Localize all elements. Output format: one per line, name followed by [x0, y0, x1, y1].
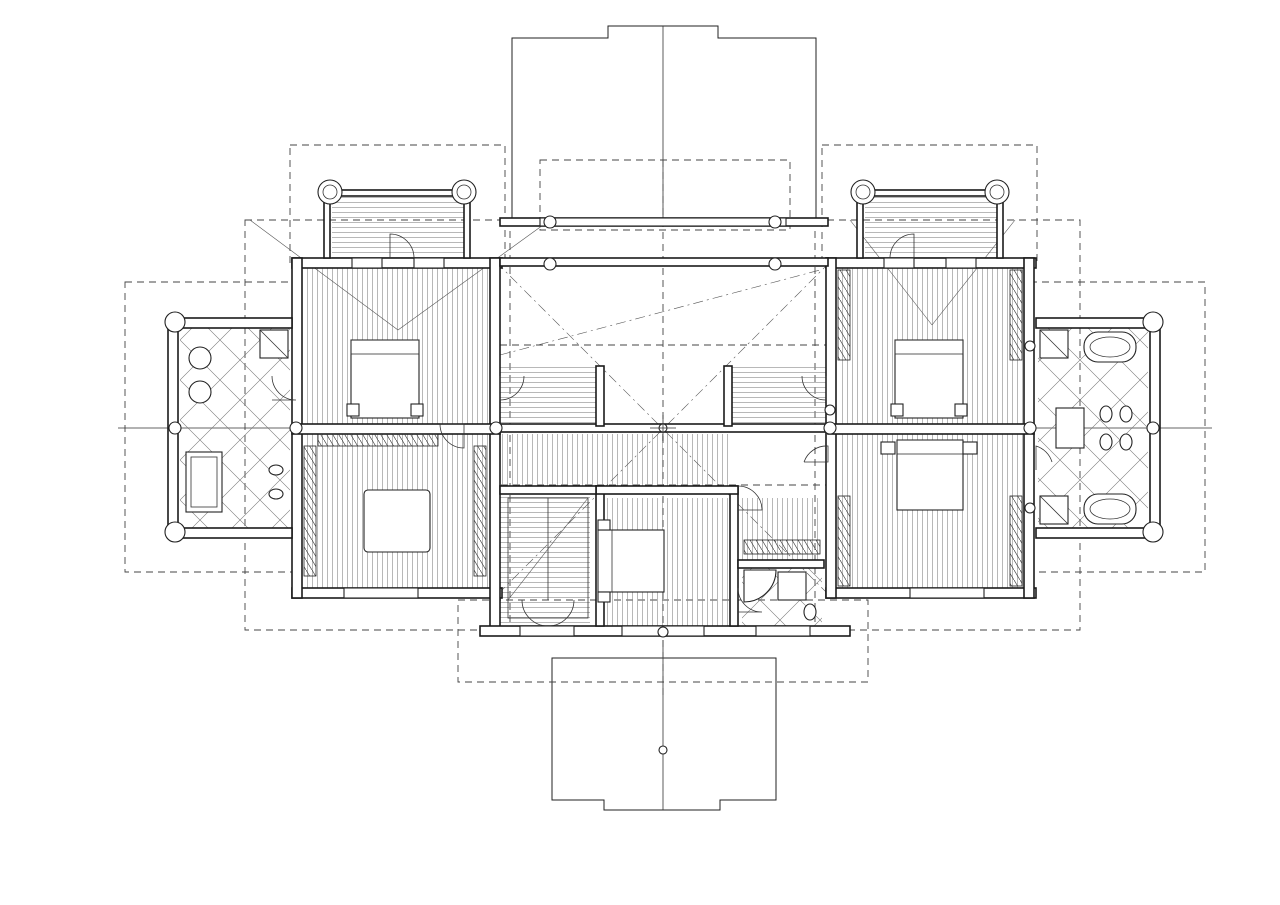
- bed-e: [880, 439, 978, 511]
- bath-fixtures-w: [185, 329, 289, 513]
- bed-sw: [363, 489, 431, 553]
- roof-south: [551, 640, 777, 811]
- posts: [164, 179, 1164, 638]
- bath-fixtures-e: [1039, 329, 1137, 525]
- roof-north: [511, 25, 817, 219]
- door-swings: [271, 233, 1053, 613]
- staircase: [507, 497, 589, 627]
- bath-fixtures-shower: [743, 569, 817, 621]
- wardrobes: [303, 269, 1023, 587]
- bed-ne: [890, 339, 968, 419]
- bed-nw: [346, 339, 424, 419]
- center-marker: [650, 415, 676, 441]
- bed-s: [597, 519, 665, 603]
